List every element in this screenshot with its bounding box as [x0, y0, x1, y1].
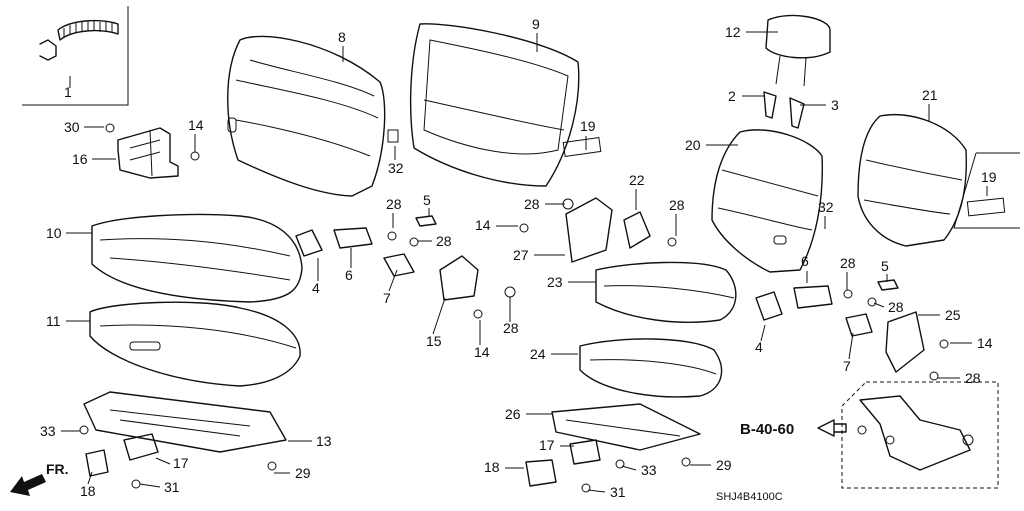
callout-c28b: 28: [436, 233, 452, 249]
callout-c7a: 7: [383, 290, 391, 306]
callout-c27: 27: [513, 247, 529, 263]
callout-c15: 15: [426, 333, 442, 349]
callout-c3: 3: [831, 97, 839, 113]
leader-line-c17a: [155, 457, 171, 465]
parts-17-18-right: [525, 439, 691, 493]
callout-c11: 11: [46, 313, 61, 329]
leader-line-c15: [432, 297, 446, 335]
detail-inset: [841, 381, 999, 489]
callout-c33a: 33: [40, 423, 56, 439]
callout-c5a: 5: [423, 192, 431, 208]
callout-c28f: 28: [840, 255, 856, 271]
callout-c2: 2: [728, 88, 736, 104]
callout-c5b: 5: [881, 258, 889, 274]
callout-c10: 10: [46, 225, 62, 241]
callout-c7b: 7: [843, 358, 851, 374]
leader-line-c4b: [760, 324, 766, 342]
callout-c9: 9: [532, 16, 540, 32]
part-22-bracket: [623, 211, 677, 249]
part-9-seat-back-frame: [409, 23, 602, 187]
callout-c22: 22: [629, 172, 645, 188]
callout-c25: 25: [945, 307, 961, 323]
callout-c8: 8: [338, 29, 346, 45]
callout-c23: 23: [547, 274, 563, 290]
callout-c28h: 28: [965, 370, 981, 386]
callout-c16: 16: [72, 151, 88, 167]
front-direction-label: FR.: [46, 461, 69, 477]
callout-c28c: 28: [524, 196, 540, 212]
part-23-seat-cushion-right: [595, 261, 737, 323]
callout-c18b: 18: [484, 459, 500, 475]
callout-c12: 12: [725, 24, 741, 40]
part-21-seat-back-panel: [857, 113, 1020, 247]
leader-line-c28g: [873, 302, 885, 308]
leader-line-c33b: [621, 465, 637, 471]
part-15-bracket: [439, 255, 516, 319]
callout-c28g: 28: [888, 299, 904, 315]
callout-c13: 13: [316, 433, 332, 449]
part-16-hinge-bracket: [105, 123, 200, 179]
parts-4-7-left: [295, 215, 437, 277]
callout-c28e: 28: [503, 320, 519, 336]
callout-c4a: 4: [312, 280, 320, 296]
callout-c33b: 33: [641, 462, 657, 478]
part-13-base-plate: [83, 391, 287, 453]
callout-c19a: 19: [580, 118, 596, 134]
callout-c19b: 19: [981, 169, 997, 185]
leader-line-c31a: [139, 483, 161, 488]
part-26-base-plate-right: [551, 403, 701, 451]
callout-c14b: 14: [475, 217, 491, 233]
callout-c26: 26: [505, 406, 521, 422]
callout-c17a: 17: [173, 455, 189, 471]
part-24-cushion-frame-right: [579, 338, 723, 398]
callout-c6b: 6: [801, 253, 809, 269]
leader-line-c7b: [848, 332, 854, 360]
callout-c28a: 28: [386, 196, 402, 212]
callout-c29a: 29: [295, 465, 311, 481]
callout-c31a: 31: [164, 479, 180, 495]
callout-c32a: 32: [388, 160, 404, 176]
callout-c28d: 28: [669, 197, 685, 213]
reference-label: B-40-60: [740, 421, 794, 438]
callout-c32b: 32: [818, 199, 834, 215]
part-8-seat-back-left: [227, 35, 399, 197]
part-12-headrest: [763, 14, 831, 129]
callout-c14d: 14: [977, 335, 993, 351]
part-25-bracket: [885, 311, 949, 381]
callout-c14c: 14: [474, 344, 490, 360]
leader-line-c18a: [87, 471, 93, 485]
callout-c31b: 31: [610, 484, 626, 500]
callout-c17b: 17: [539, 437, 555, 453]
callout-c21: 21: [922, 87, 938, 103]
part-20-seat-back-right: [711, 129, 823, 273]
reference-arrow: [817, 419, 847, 437]
callout-c6a: 6: [345, 267, 353, 283]
leader-line-c7a: [388, 269, 398, 292]
front-direction-arrow: [10, 474, 46, 496]
callout-c14a: 14: [188, 117, 204, 133]
callout-c1: 1: [64, 84, 72, 100]
parts-17-18-left: [79, 425, 277, 489]
part-1-inset-box: [22, 6, 129, 106]
part-10-seat-cushion-left: [91, 213, 303, 303]
callout-c24: 24: [530, 346, 546, 362]
callout-c4b: 4: [755, 339, 763, 355]
part-27-recliner: [519, 197, 613, 263]
drawing-code: SHJ4B4100C: [716, 491, 783, 503]
callout-c18a: 18: [80, 483, 96, 499]
callout-c30: 30: [64, 119, 80, 135]
part-11-cushion-frame: [89, 301, 301, 387]
callout-c20: 20: [685, 137, 701, 153]
parts-4-7-right: [755, 279, 899, 337]
leader-line-c31b: [587, 489, 606, 493]
callout-c29b: 29: [716, 457, 732, 473]
